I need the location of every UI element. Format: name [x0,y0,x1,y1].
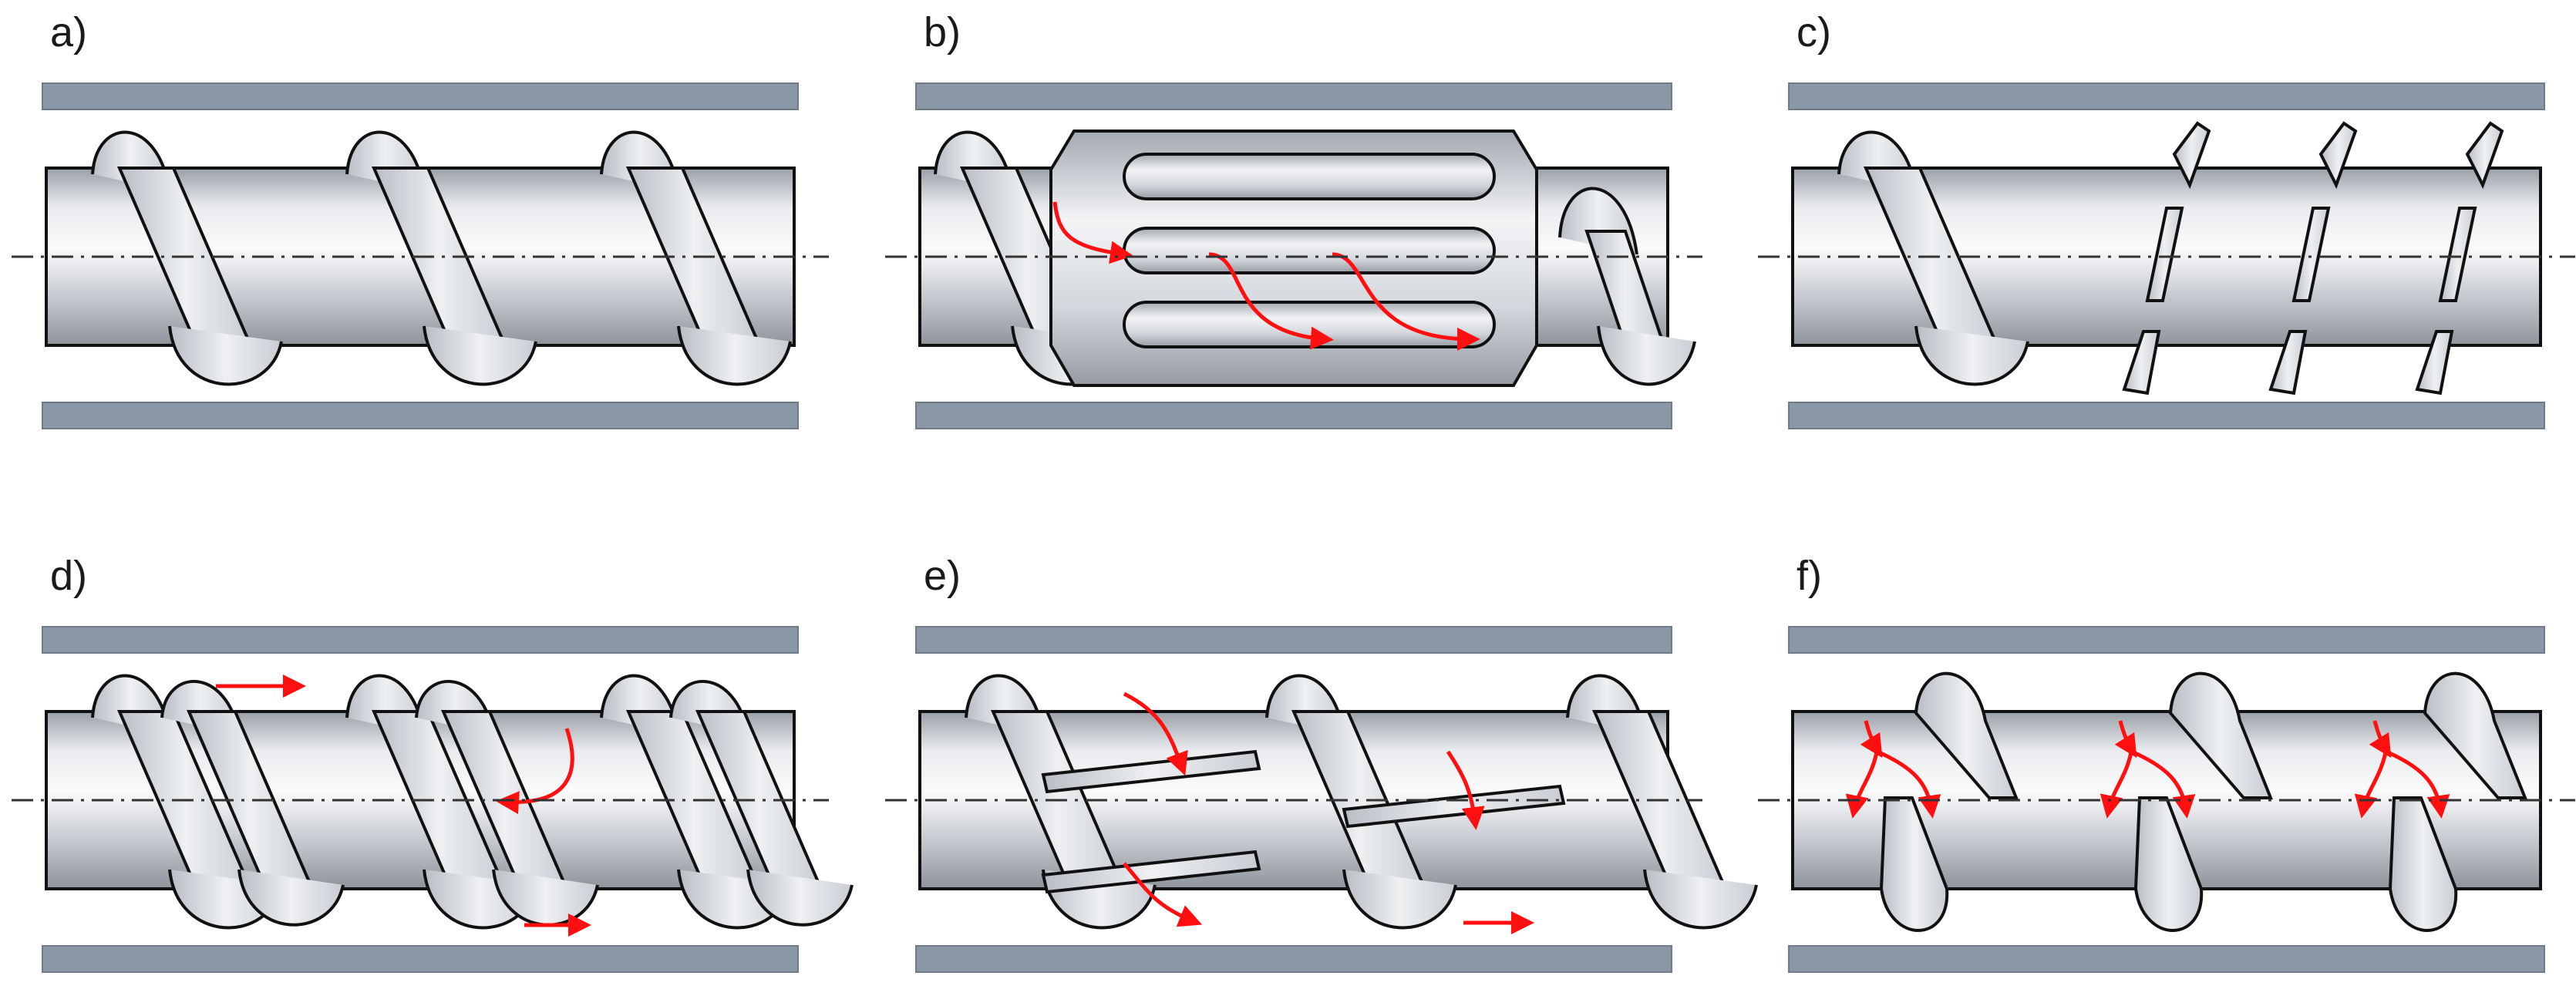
barrel-wall-top [42,82,799,110]
screw-flight-0-crest-bottom [1914,325,2029,386]
flow-arrow-0 [1052,201,1133,264]
flow-arrow-stem-0 [1860,720,1883,759]
flow-arrow-1 [1123,862,1203,927]
flow-arrow-stem-1 [2114,720,2137,759]
panel-label-d: d) [50,553,87,599]
barrier-flight-2 [1342,784,1566,829]
panel-d: d) [12,553,854,973]
flow-arrow-1 [1208,252,1334,350]
barrel-wall-bottom [915,945,1672,973]
slotted-flight-mid-0 [2145,207,2184,302]
screw-flight-1 [1558,187,1696,386]
slotted-flight-top-1 [2318,121,2358,190]
screw-flight-a-1 [345,674,537,930]
mixing-slot-1 [1123,227,1496,274]
interrupted-flight-bottom-0 [1879,796,1949,932]
flow-arrow-right-1 [2130,749,2196,819]
barrel-wall-top [915,626,1672,654]
barrel-wall-top [915,82,1672,110]
slotted-flight-mid-1 [2291,207,2331,302]
interrupted-flight-top-1 [2168,671,2273,799]
panel-label-a: a) [50,9,87,56]
panel-label-c: c) [1796,9,1831,56]
barrel-wall-bottom [42,945,799,973]
panel-label-f: f) [1796,553,1822,599]
screw-flight-b-2 [669,680,854,927]
panel-b: b) [885,9,1702,429]
screw-flight-1 [1265,674,1457,930]
panel-a: a) [12,9,829,429]
barrel-wall-top [1788,82,2545,110]
slotted-flight-mid-2 [2438,207,2477,302]
panel-c: c) [1758,9,2575,429]
slotted-flight-bottom-2 [2415,330,2454,395]
barrel-wall-bottom [42,402,799,429]
screw-flight-1-crest-bottom [423,325,537,386]
screw-flight-b-0-crest-bottom [237,869,345,927]
panel-e: e) [885,553,1758,973]
screw-flight-1 [345,130,537,386]
screw-flight-1-crest-bottom [1342,869,1457,930]
screw-flight-b-0 [160,680,345,927]
screw-flight-b-2-crest-bottom [746,869,854,927]
barrier-flight-1 [1041,850,1261,894]
flow-arrow-2 [1332,252,1480,351]
screw-flight-1-crest-bottom [1597,325,1696,386]
interrupted-flight-top-0 [1914,671,2019,799]
barrel-wall-bottom [1788,402,2545,429]
interrupted-flight-bottom-1 [2133,796,2204,932]
slotted-flight-bottom-0 [2122,330,2161,395]
barrel-wall-top [42,626,799,654]
slotted-flight-top-2 [2465,121,2504,190]
slotted-flight-top-0 [2172,121,2211,190]
screw-flight-2-crest-bottom [1643,869,1758,930]
panel-label-e: e) [924,553,961,599]
flow-arrow-stem-2 [2369,720,2392,759]
screw-flight-2-crest-bottom [677,325,792,386]
flow-arrow-2 [1446,750,1485,830]
panel-label-b: b) [924,9,961,56]
mixing-slot-2 [1123,301,1496,348]
interrupted-flight-bottom-2 [2388,796,2458,932]
barrel-wall-bottom [915,402,1672,429]
flow-arrow-right-2 [2385,749,2450,819]
flow-arrow-1 [496,728,574,815]
barrel-wall-top [1788,626,2545,654]
screw-flight-0-crest-bottom [168,325,283,386]
flow-arrow-0 [1123,691,1188,776]
mixing-slot-0 [1123,153,1496,200]
interrupted-flight-top-2 [2423,671,2527,799]
barrel-wall-bottom [1788,945,2545,973]
panel-f: f) [1758,553,2575,973]
slotted-flight-bottom-1 [2268,330,2308,395]
